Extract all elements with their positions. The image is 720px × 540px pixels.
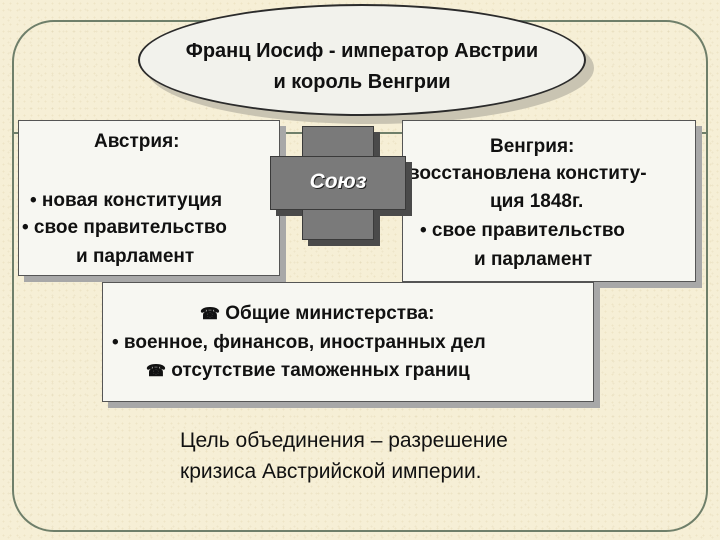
title-line-2: и король Венгрии — [273, 71, 451, 93]
union-label: Союз — [309, 170, 367, 193]
common-ministries-label: Общие министерства: — [225, 303, 435, 324]
common-line-3: ☎ отсутствие таможенных границ — [146, 357, 470, 385]
goal-line-2: кризиса Австрийской империи. — [180, 460, 482, 483]
hungary-item-3: • свое правительство — [420, 220, 625, 241]
common-box — [102, 282, 594, 402]
hungary-item-1: восстановлена конститу- — [408, 163, 647, 184]
telephone-icon: ☎ — [146, 363, 166, 380]
title-line-1: Франц Иосиф - император Австрии — [185, 40, 539, 62]
union-cross-center — [303, 157, 373, 209]
no-customs-label: отсутствие таможенных границ — [171, 360, 470, 381]
austria-item-2: • свое правительство — [22, 217, 227, 238]
goal-text: Цель объединения – разрешение кризиса Ав… — [180, 425, 508, 487]
austria-heading: Австрия: — [94, 131, 180, 152]
goal-line-1: Цель объединения – разрешение — [180, 429, 508, 452]
hungary-heading: Венгрия: — [490, 136, 575, 157]
austria-item-3: и парламент — [76, 246, 195, 267]
common-line-2: • военное, финансов, иностранных дел — [112, 332, 486, 353]
hungary-box — [402, 120, 696, 282]
austria-item-1: • новая конституция — [30, 190, 223, 211]
hungary-item-4: и парламент — [474, 249, 593, 270]
hungary-item-2: ция 1848г. — [490, 191, 584, 212]
common-line-1: ☎ Общие министерства: — [200, 300, 434, 328]
telephone-icon: ☎ — [200, 306, 220, 323]
title-ellipse: Франц Иосиф - император Австрии и король… — [138, 4, 586, 116]
